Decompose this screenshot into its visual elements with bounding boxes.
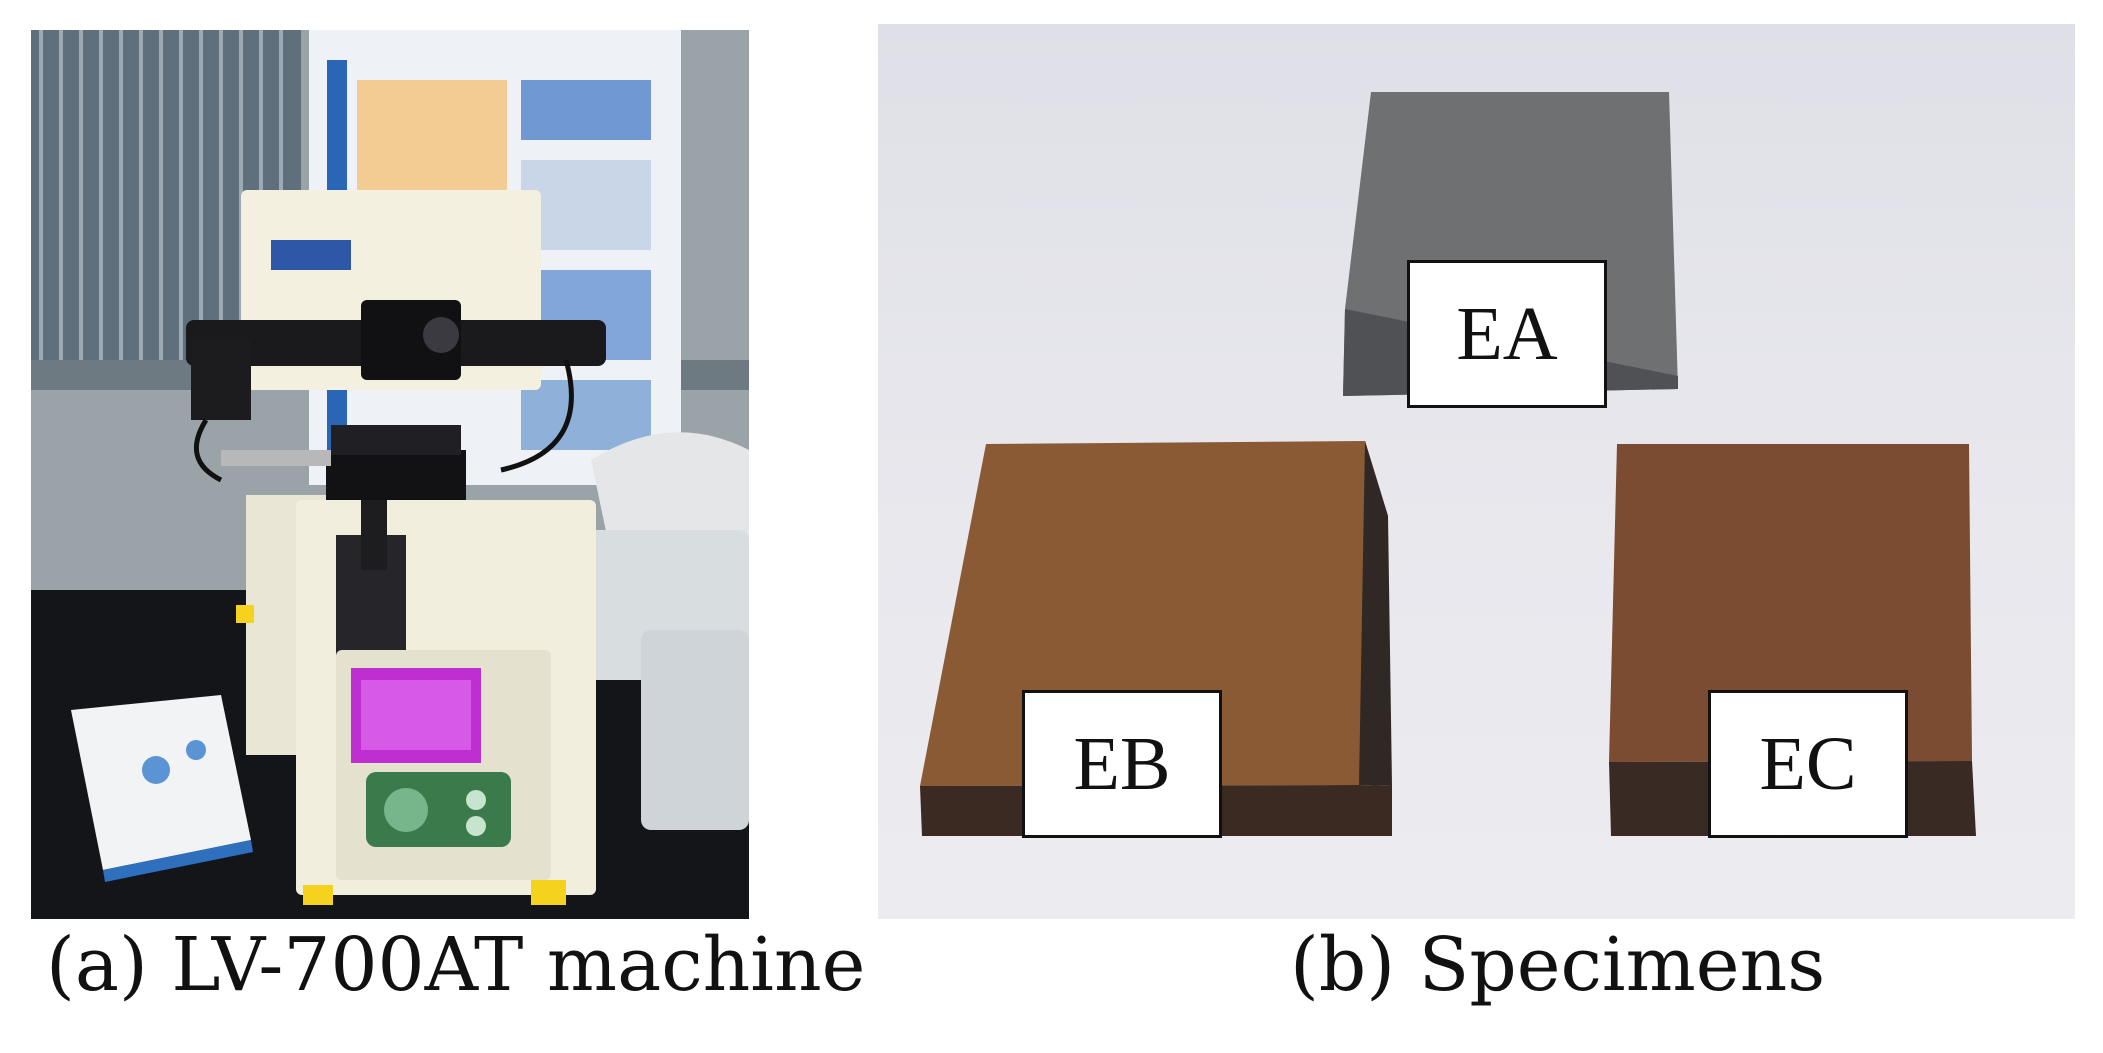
specimens-photo: EA EB EC	[878, 24, 2075, 919]
specimen-label-eb: EB	[1022, 690, 1222, 838]
hardness-tester	[186, 190, 606, 905]
caption-a: (a) LV-700AT machine	[46, 922, 866, 1008]
specimen-label-ec: EC	[1708, 690, 1908, 838]
machine-photo	[31, 30, 749, 919]
manual-booklet	[71, 695, 253, 882]
machine-photo-illustration	[31, 30, 749, 919]
caption-b: (b) Specimens	[1290, 922, 1826, 1008]
specimen-label-ea: EA	[1407, 260, 1607, 408]
